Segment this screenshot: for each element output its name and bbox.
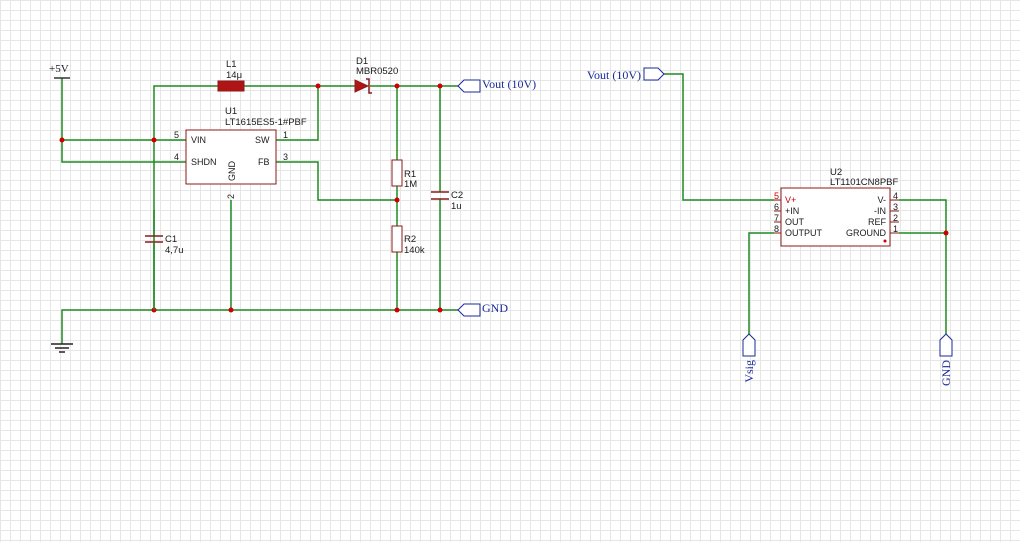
- wire-gnd-bus: [61, 309, 458, 344]
- u2-pin-left-name: OUTPUT: [785, 228, 823, 238]
- d1-triangle: [354, 79, 370, 93]
- u1-value: LT1615ES5-1#PBF: [225, 117, 307, 128]
- junctions-left: [59, 83, 443, 313]
- u2-pin-left-num: 6: [774, 202, 779, 212]
- wire-vminus-gnd: [899, 199, 947, 334]
- net-label-gnd-right[interactable]: GND: [939, 333, 953, 386]
- gnd-right-flag: [939, 333, 953, 357]
- l1-body: [217, 80, 245, 92]
- u1-pin-gnd-num: 2: [226, 194, 236, 199]
- u1-pin-fb-name: FB: [258, 157, 270, 167]
- u1-pin-fb-num: 3: [283, 152, 288, 162]
- component-l1[interactable]: L1 14μ: [217, 59, 245, 92]
- l1-value: 14μ: [226, 70, 242, 81]
- wire-output-vsig: [748, 232, 774, 334]
- u2-pin-right-name: V-: [877, 195, 886, 205]
- u2-ref: U2: [830, 167, 842, 178]
- vsig-flag: [742, 333, 756, 357]
- u2-pin-left-name: OUT: [785, 217, 805, 227]
- u2-value: LT1101CN8PBF: [830, 177, 898, 188]
- u2-pin-left-name: V+: [785, 195, 796, 205]
- r2-ref: R2: [404, 234, 416, 245]
- d1-cathode: [366, 78, 372, 94]
- gnd-left-text: GND: [482, 301, 508, 315]
- u1-ref: U1: [225, 106, 237, 117]
- wire-vin-rail: [153, 85, 218, 310]
- net-label-vout-left[interactable]: Vout (10V): [457, 77, 536, 93]
- vout-right-text: Vout (10V): [587, 68, 641, 82]
- c2-value: 1u: [451, 201, 462, 212]
- u1-pin-gnd-name: GND: [227, 161, 237, 182]
- u1-pin-shdn-num: 4: [174, 152, 179, 162]
- junction: [437, 83, 443, 89]
- component-u2[interactable]: U2 LT1101CN8PBF 5 6 7 8 V+ +IN OUT OUTPU…: [774, 167, 899, 247]
- u2-pin-right-name: GROUND: [846, 228, 886, 238]
- net-label-gnd-left[interactable]: GND: [457, 301, 508, 317]
- u1-pin-sw-name: SW: [255, 135, 270, 145]
- c1-value: 4,7u: [165, 245, 184, 256]
- u2-pin-right-num: 2: [893, 213, 898, 223]
- junction: [394, 83, 400, 89]
- vcc-label: +5V: [49, 63, 69, 75]
- u1-pin-shdn-name: SHDN: [191, 157, 217, 167]
- u2-pin-left-num: 7: [774, 213, 779, 223]
- component-d1[interactable]: D1 MBR0520: [354, 56, 398, 94]
- component-u1[interactable]: U1 LT1615ES5-1#PBF VIN SHDN SW FB GND 5 …: [174, 106, 307, 199]
- u1-pin-vin-num: 5: [174, 130, 179, 140]
- u1-body: [185, 129, 277, 185]
- u2-pin-left-name: +IN: [785, 206, 799, 216]
- u2-pin-left-num: 8: [774, 224, 779, 234]
- junction: [437, 307, 443, 313]
- r2-value: 140k: [404, 245, 425, 256]
- r1-value: 1M: [404, 179, 417, 190]
- u2-pin-right-num: 1: [893, 224, 898, 234]
- d1-value: MBR0520: [356, 66, 398, 77]
- vout-left-text: Vout (10V): [482, 77, 536, 91]
- component-r2[interactable]: R2 140k: [391, 225, 425, 256]
- component-c1[interactable]: C1 4,7u: [145, 234, 184, 310]
- junction: [943, 230, 949, 236]
- component-c2[interactable]: C2 1u: [431, 190, 463, 212]
- gnd-left-flag: [457, 303, 481, 317]
- junction: [151, 137, 157, 143]
- u2-pin-left-num: 5: [774, 191, 779, 201]
- vcc-symbol[interactable]: +5V: [49, 63, 70, 79]
- u1-pin-vin-name: VIN: [191, 135, 206, 145]
- wires-amplifier: [664, 73, 947, 334]
- vout-right-flag: [643, 67, 665, 81]
- vsig-text: Vsig: [742, 360, 756, 383]
- wire-fb: [276, 161, 397, 201]
- u1-pin-sw-num: 1: [283, 130, 288, 140]
- u2-pin-right-num: 3: [893, 202, 898, 212]
- u2-pin-right-num: 4: [893, 191, 898, 201]
- wire-vout-vplus: [664, 73, 774, 201]
- wire-5v-shdn: [61, 78, 186, 163]
- u2-orientation-dot: [883, 239, 887, 243]
- ground-symbol[interactable]: [51, 343, 73, 353]
- u2-pin-right-name: REF: [868, 217, 887, 227]
- junction: [59, 137, 65, 143]
- component-r1[interactable]: R1 1M: [391, 159, 417, 190]
- vout-left-flag: [457, 79, 481, 93]
- r1-body: [391, 159, 403, 187]
- u2-body: [780, 187, 891, 247]
- l1-ref: L1: [226, 59, 237, 70]
- gnd-right-text: GND: [939, 360, 953, 386]
- c1-ref: C1: [165, 234, 177, 245]
- c2-ref: C2: [451, 190, 463, 201]
- r1-ref: R1: [404, 169, 416, 180]
- d1-ref: D1: [356, 56, 368, 67]
- wire-sw-node: [276, 86, 319, 141]
- junction: [315, 83, 321, 89]
- junction: [228, 307, 234, 313]
- net-label-vout-right[interactable]: Vout (10V): [587, 67, 665, 82]
- net-label-vsig[interactable]: Vsig: [742, 333, 756, 383]
- junction: [394, 197, 400, 203]
- junction: [394, 307, 400, 313]
- r2-body: [391, 225, 403, 253]
- u2-pin-right-name: -IN: [874, 206, 886, 216]
